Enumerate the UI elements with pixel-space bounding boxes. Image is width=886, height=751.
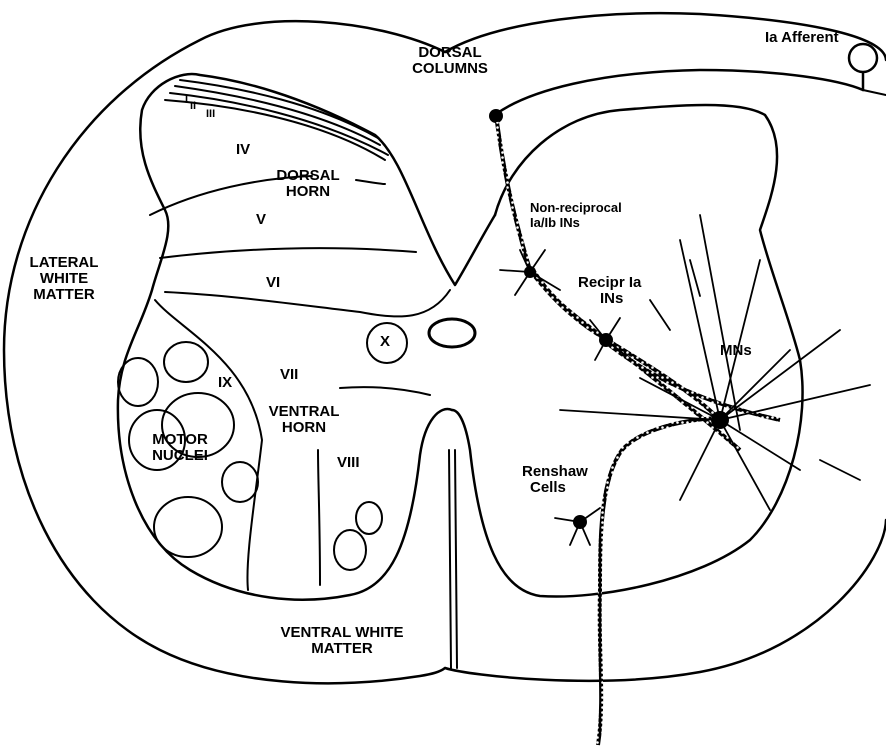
dorsal-columns-line2: COLUMNS (405, 61, 495, 77)
lamina-iv-label: IV (236, 142, 250, 158)
renshaw-cells-line1: Renshaw (522, 464, 588, 480)
motor-nuclei-line2: NUCLEI (140, 448, 220, 464)
ventral-horn-label: VENTRAL HORN (266, 404, 342, 436)
lateral-white-matter-line1: LATERAL (14, 255, 114, 271)
spinal-cord-outline (4, 13, 886, 683)
ventral-median-fissure (449, 450, 457, 668)
mn-cell-body (711, 411, 729, 429)
lamina-iii-label: III (206, 106, 215, 122)
ventral-white-matter-label: VENTRAL WHITE MATTER (262, 625, 422, 657)
ia-afferent-fiber (489, 44, 886, 123)
recip-ia-ins-label: Recipr Ia INs (578, 275, 641, 307)
nonrecip-ins-line1: Non-reciprocal (530, 200, 622, 215)
dorsal-horn-label: DORSAL HORN (268, 168, 348, 200)
lamina-v-label: V (256, 212, 266, 228)
lateral-white-matter-line3: MATTER (14, 287, 114, 303)
lamina-vii-label: VII (280, 367, 298, 383)
lamina-vi-label: VI (266, 275, 280, 291)
lamina-ii-label: II (190, 98, 196, 114)
lamina-viii-label: VIII (337, 455, 360, 471)
ia-afferent-ganglion (849, 44, 877, 72)
dorsal-columns-line1: DORSAL (405, 45, 495, 61)
renshaw-cells-label: Renshaw Cells (522, 464, 588, 496)
ia-afferent-label: Ia Afferent (765, 30, 839, 46)
lamina-ix-label: IX (218, 375, 232, 391)
dorsal-horn-line2: HORN (268, 184, 348, 200)
renshaw-cell-body (573, 515, 587, 529)
ventral-white-matter-line2: MATTER (262, 641, 422, 657)
nonrecip-ins-line2: Ia/Ib INs (530, 215, 622, 230)
mns-label: MNs (720, 343, 752, 359)
recip-in-cell-body (599, 333, 613, 347)
dorsal-horn-line1: DORSAL (268, 168, 348, 184)
lamina-x-label: X (380, 334, 390, 350)
lamina-i-label: I (185, 92, 188, 108)
recip-ia-ins-line1: Recipr Ia (578, 275, 641, 291)
motor-nuclei-line1: MOTOR (140, 432, 220, 448)
renshaw-cells-line2: Cells (522, 480, 588, 496)
dorsal-columns-label: DORSAL COLUMNS (405, 45, 495, 77)
recip-ia-ins-line2: INs (578, 291, 641, 307)
motor-nuclei-label: MOTOR NUCLEI (140, 432, 220, 464)
nonrecip-ins-label: Non-reciprocal Ia/Ib INs (530, 200, 622, 230)
nonrecip-in-cell-body (524, 266, 536, 278)
ventral-white-matter-line1: VENTRAL WHITE (262, 625, 422, 641)
central-canal (429, 319, 475, 347)
lateral-white-matter-line2: WHITE (14, 271, 114, 287)
lateral-white-matter-label: LATERAL WHITE MATTER (14, 255, 114, 303)
ventral-horn-line2: HORN (266, 420, 342, 436)
grey-matter-left (118, 74, 495, 600)
ventral-horn-line1: VENTRAL (266, 404, 342, 420)
